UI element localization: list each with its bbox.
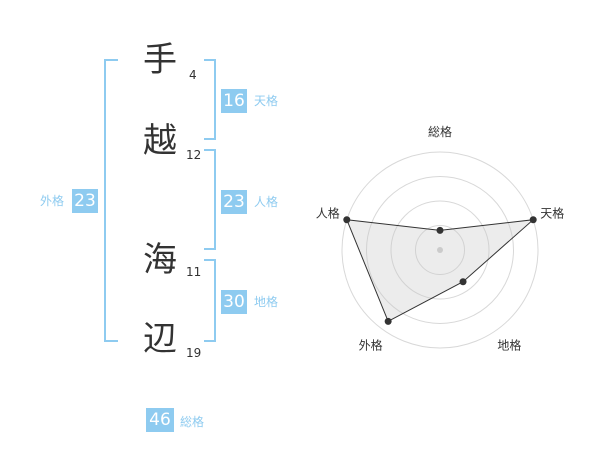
- radar-point-4: [343, 216, 351, 224]
- sou-kaku-label: 総格: [180, 415, 205, 429]
- radar-ring: [341, 151, 539, 349]
- radar-point-2: [459, 278, 467, 286]
- radar-axis-label-2: 地格: [497, 337, 521, 352]
- radar-center: [437, 247, 443, 253]
- radar-point-0: [436, 226, 444, 234]
- name-char-2: 越: [143, 121, 177, 161]
- chi-kaku-label: 地格: [254, 295, 279, 309]
- radar-ring: [390, 200, 490, 300]
- jin-kaku-label: 人格: [254, 195, 279, 209]
- radar-axis-label-1: 天格: [540, 206, 564, 221]
- jin-bracket: [204, 149, 216, 250]
- radar-axis-label-3: 外格: [359, 337, 383, 352]
- ten-bracket: [204, 59, 216, 140]
- name-char-1: 手: [143, 40, 177, 80]
- chi-kaku-value: 30: [221, 290, 247, 314]
- sou-kaku-value: 46: [146, 408, 174, 432]
- radar-axis-label-0: 総格: [428, 124, 452, 139]
- radar-data-area: [346, 219, 535, 323]
- stroke-count-3: 11: [186, 265, 202, 279]
- gai-kaku-label: 外格: [40, 194, 65, 208]
- radar-point-3: [384, 317, 392, 325]
- ten-kaku-label: 天格: [254, 94, 279, 108]
- name-char-4: 辺: [143, 319, 177, 359]
- stroke-count-1: 4: [189, 68, 197, 82]
- chi-bracket: [204, 259, 216, 342]
- stroke-count-4: 19: [186, 346, 202, 360]
- name-char-3: 海: [143, 240, 177, 280]
- radar-point-1: [529, 216, 537, 224]
- stroke-count-2: 12: [186, 148, 202, 162]
- radar-rings: [341, 151, 539, 349]
- radar-points: [343, 216, 537, 325]
- radar-ring: [415, 225, 465, 275]
- radar-axis-label-4: 人格: [316, 206, 340, 221]
- jin-kaku-value: 23: [221, 190, 247, 214]
- radar-ring: [366, 176, 514, 324]
- gai-kaku-value: 23: [72, 189, 98, 213]
- outer-bracket: [104, 59, 118, 342]
- ten-kaku-value: 16: [221, 89, 247, 113]
